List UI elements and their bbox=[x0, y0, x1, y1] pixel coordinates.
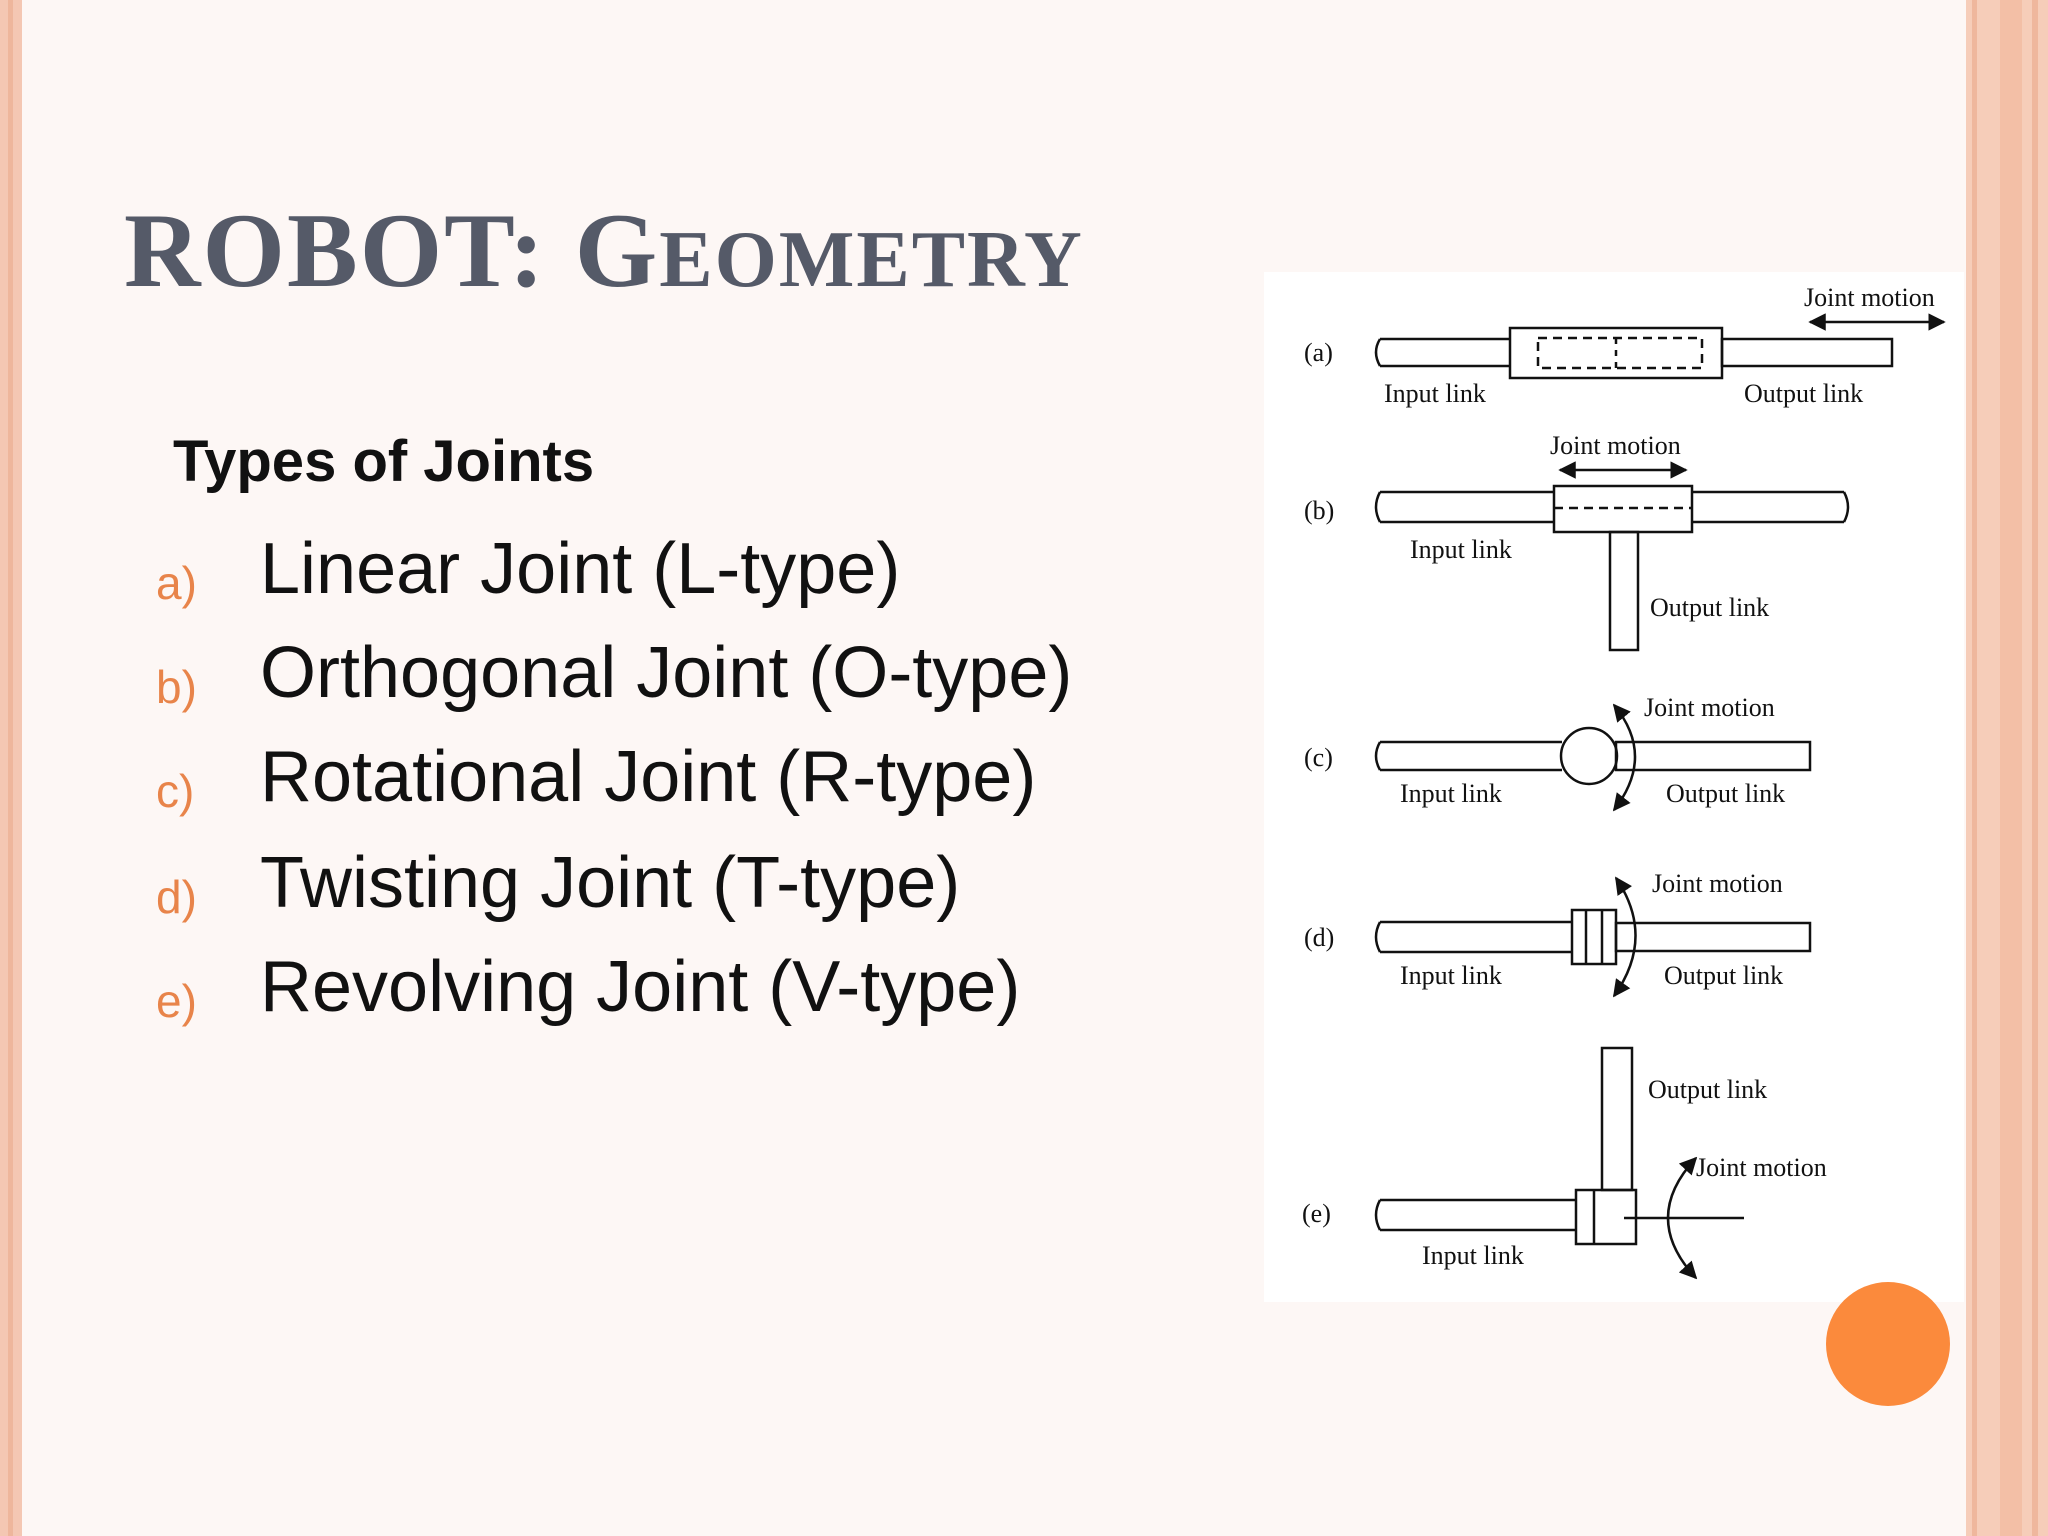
label-a-motion: Joint motion bbox=[1804, 283, 1935, 312]
label-b-input: Input link bbox=[1410, 535, 1512, 564]
label-b-tag: (b) bbox=[1304, 496, 1334, 525]
label-c-output: Output link bbox=[1666, 779, 1785, 808]
left-border-decoration bbox=[0, 0, 22, 1536]
list-marker: b) bbox=[156, 661, 197, 713]
title-rest-part: EOMETRY bbox=[659, 216, 1084, 304]
list-marker: e) bbox=[156, 975, 197, 1027]
right-border-decoration bbox=[1966, 0, 2048, 1536]
list-item: e) Revolving Joint (V-type) bbox=[156, 946, 1156, 1046]
title-first-part: ROBOT: G bbox=[124, 192, 660, 309]
diagram-a bbox=[1374, 313, 1946, 380]
label-c-input: Input link bbox=[1400, 779, 1502, 808]
label-d-tag: (d) bbox=[1304, 923, 1334, 952]
label-a-input: Input link bbox=[1384, 379, 1486, 408]
subheading: Types of Joints bbox=[173, 429, 595, 494]
joint-types-figure: (a) Input link Output link Joint motion … bbox=[1264, 272, 1964, 1302]
label-b-motion: Joint motion bbox=[1550, 431, 1681, 460]
label-e-output: Output link bbox=[1648, 1075, 1767, 1104]
label-c-motion: Joint motion bbox=[1644, 693, 1775, 722]
list-item: a) Linear Joint (L-type) bbox=[156, 528, 1156, 628]
list-item: c) Rotational Joint (R-type) bbox=[156, 736, 1156, 836]
label-c-tag: (c) bbox=[1304, 743, 1333, 772]
label-e-motion: Joint motion bbox=[1696, 1153, 1827, 1182]
list-marker: d) bbox=[156, 871, 197, 923]
list-item: b) Orthogonal Joint (O-type) bbox=[156, 632, 1156, 732]
label-e-input: Input link bbox=[1422, 1241, 1524, 1270]
list-item-label: Linear Joint (L-type) bbox=[260, 529, 901, 609]
slide-title: ROBOT: GEOMETRY bbox=[124, 190, 1084, 312]
list-item-label: Rotational Joint (R-type) bbox=[260, 737, 1037, 817]
label-a-tag: (a) bbox=[1304, 338, 1333, 367]
diagram-c bbox=[1374, 703, 1812, 812]
label-d-output: Output link bbox=[1664, 961, 1783, 990]
diagram-d bbox=[1374, 876, 1812, 998]
list-item-label: Revolving Joint (V-type) bbox=[260, 947, 1021, 1027]
label-d-input: Input link bbox=[1400, 961, 1502, 990]
joint-diagram: (a) Input link Output link Joint motion … bbox=[1302, 283, 1946, 1280]
label-a-output: Output link bbox=[1744, 379, 1863, 408]
label-b-output: Output link bbox=[1650, 593, 1769, 622]
diagram-e bbox=[1374, 1046, 1744, 1280]
list-marker: c) bbox=[156, 765, 195, 817]
diagram-b bbox=[1374, 461, 1850, 652]
list-item-label: Twisting Joint (T-type) bbox=[260, 843, 961, 923]
accent-circle bbox=[1826, 1282, 1950, 1406]
list-marker: a) bbox=[156, 557, 197, 609]
label-e-tag: (e) bbox=[1302, 1199, 1331, 1228]
list-item: d) Twisting Joint (T-type) bbox=[156, 842, 1156, 942]
list-item-label: Orthogonal Joint (O-type) bbox=[260, 633, 1073, 713]
label-d-motion: Joint motion bbox=[1652, 869, 1783, 898]
